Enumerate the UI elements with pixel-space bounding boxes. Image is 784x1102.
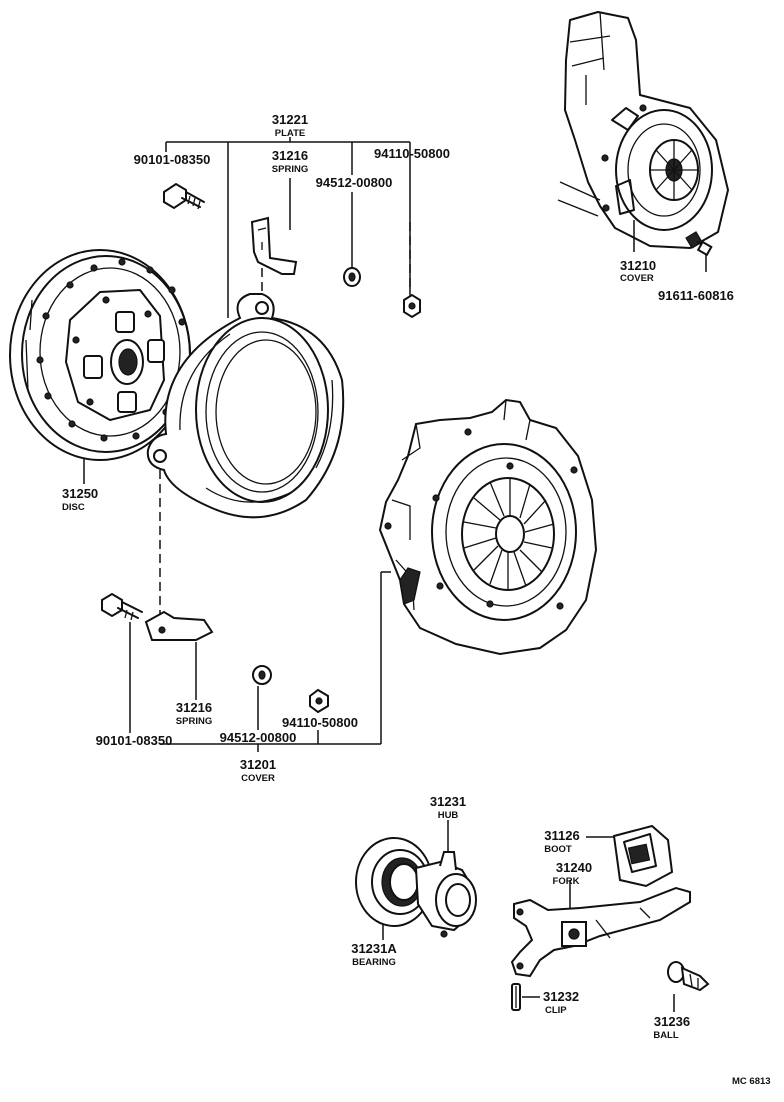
boot-label: BOOT	[544, 844, 572, 855]
clip-label: CLIP	[545, 1005, 567, 1016]
boot-number: 31126	[544, 828, 579, 843]
bolt-bottom	[101, 592, 143, 621]
fork-number: 31240	[556, 860, 592, 875]
cover-bottom-number: 31201	[240, 757, 276, 772]
diagram-code: MC 6813	[732, 1076, 771, 1087]
bolt-top	[163, 182, 205, 210]
engine-housing-inset	[557, 11, 729, 249]
fork-label: FORK	[553, 876, 580, 887]
part-labels: 31221 PLATE 90101-08350 31216 SPRING 941…	[62, 112, 771, 1087]
cover-inset-number: 31210	[620, 258, 656, 273]
disc-number: 31250	[62, 486, 98, 501]
release-fork	[510, 886, 691, 978]
spring-top-number: 31216	[272, 148, 308, 163]
bolt-top-number: 90101-08350	[134, 152, 211, 167]
spring-clip-top	[250, 216, 298, 275]
alignment-lines	[159, 222, 411, 618]
pivot-ball	[667, 961, 710, 992]
washer-top-number: 94512-00800	[316, 175, 393, 190]
clip-number: 31232	[543, 989, 579, 1004]
nut-bottom	[309, 688, 329, 714]
clutch-disc	[9, 249, 191, 461]
fork-clip	[511, 983, 521, 1011]
washer-bottom-number: 94512-00800	[220, 730, 297, 745]
spring-bottom-number: 31216	[176, 700, 212, 715]
clutch-cover	[378, 398, 598, 656]
nut-top	[403, 293, 421, 319]
spring-clip-bottom	[144, 610, 214, 641]
cover-bottom-label: COVER	[241, 773, 275, 784]
plate-label: PLATE	[275, 128, 305, 139]
bearing-number: 31231A	[351, 941, 397, 956]
spring-top-label: SPRING	[272, 164, 308, 175]
hub-number: 31231	[430, 794, 466, 809]
hub-label: HUB	[438, 810, 459, 821]
bolt-inset-number: 91611-60816	[658, 288, 734, 303]
leader-lines	[83, 137, 707, 1012]
nut-bottom-number: 94110-50800	[282, 715, 358, 730]
cover-inset-label: COVER	[620, 273, 654, 284]
ball-label: BALL	[653, 1030, 679, 1041]
washer-bottom	[252, 665, 272, 685]
release-hub	[414, 851, 477, 938]
release-boot	[612, 824, 674, 888]
nut-top-number: 94110-50800	[374, 146, 450, 161]
pressure-plate	[146, 293, 345, 519]
washer-top	[343, 267, 361, 287]
inset-bolt	[685, 231, 713, 257]
bolt-bottom-number: 90101-08350	[96, 733, 173, 748]
bearing-label: BEARING	[352, 957, 396, 968]
spring-bottom-label: SPRING	[176, 716, 212, 727]
disc-label: DISC	[62, 502, 85, 513]
plate-number: 31221	[272, 112, 308, 127]
ball-number: 31236	[654, 1014, 690, 1029]
